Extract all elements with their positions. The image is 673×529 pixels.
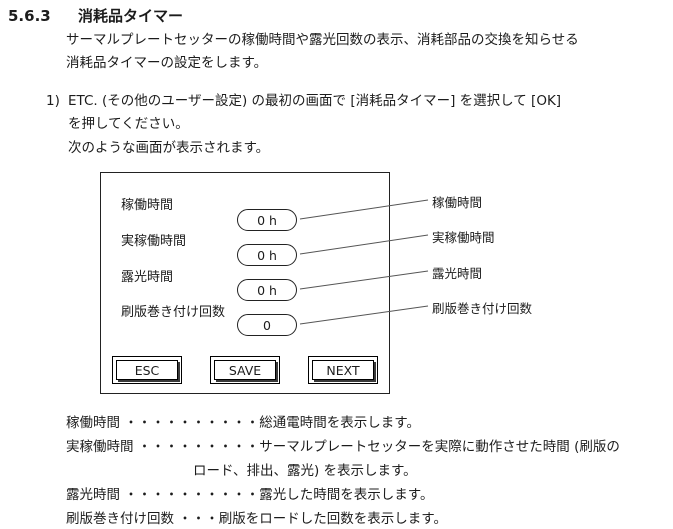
screen-row-label-exposure-time: 露光時間	[121, 270, 174, 285]
screen-row-label-plate-load-count: 刷版巻き付け回数	[121, 305, 226, 320]
screen-value-actual-operating-time: 0 h	[237, 244, 297, 266]
esc-button-label: ESC	[116, 360, 178, 380]
section-number: 5.6.3	[8, 7, 51, 25]
callout-exposure-time: 露光時間	[432, 266, 483, 281]
save-button: SAVE	[210, 356, 280, 384]
screen-row-label-actual-operating-time: 実稼働時間	[121, 234, 187, 249]
step-marker: 1)	[46, 93, 60, 109]
section-heading: 5.6.3 消耗品タイマー	[8, 5, 183, 26]
esc-button: ESC	[112, 356, 182, 384]
callout-actual-operating-time: 実稼働時間	[432, 230, 495, 245]
step-line-2: を押してください。	[68, 116, 189, 132]
intro-line-1: サーマルプレートセッターの稼働時間や露光回数の表示、消耗部品の交換を知らせる	[66, 32, 579, 48]
intro-line-2: 消耗品タイマーの設定をします。	[66, 55, 268, 71]
step-line-1: ETC. (その他のユーザー設定) の最初の画面で [消耗品タイマー] を選択し…	[68, 93, 562, 109]
definition-actual-operating-time-cont: ロード、排出、露光) を表示します。	[193, 463, 417, 479]
screen-value-operating-time: 0 h	[237, 209, 297, 231]
callout-plate-load-count: 刷版巻き付け回数	[432, 301, 533, 316]
callout-operating-time: 稼働時間	[432, 195, 483, 210]
next-button-label: NEXT	[312, 360, 374, 380]
screen-value-exposure-time: 0 h	[237, 279, 297, 301]
next-button: NEXT	[308, 356, 378, 384]
screen-diagram: 稼働時間 0 h 実稼働時間 0 h 露光時間 0 h 刷版巻き付け回数 0 E…	[100, 172, 390, 394]
section-title: 消耗品タイマー	[77, 7, 183, 25]
screen-value-plate-load-count: 0	[237, 314, 297, 336]
definition-exposure-time: 露光時間 ・・・・・・・・・・露光した時間を表示します。	[66, 487, 434, 503]
definition-plate-load-count: 刷版巻き付け回数 ・・・刷版をロードした回数を表示します。	[66, 511, 447, 527]
step-line-3: 次のような画面が表示されます。	[68, 140, 270, 156]
save-button-label: SAVE	[214, 360, 276, 380]
screen-row-label-operating-time: 稼働時間	[121, 198, 174, 213]
definition-actual-operating-time: 実稼働時間 ・・・・・・・・・サーマルプレートセッターを実際に動作させた時間 (…	[66, 439, 620, 455]
definition-operating-time: 稼働時間 ・・・・・・・・・・総通電時間を表示します。	[66, 415, 420, 431]
